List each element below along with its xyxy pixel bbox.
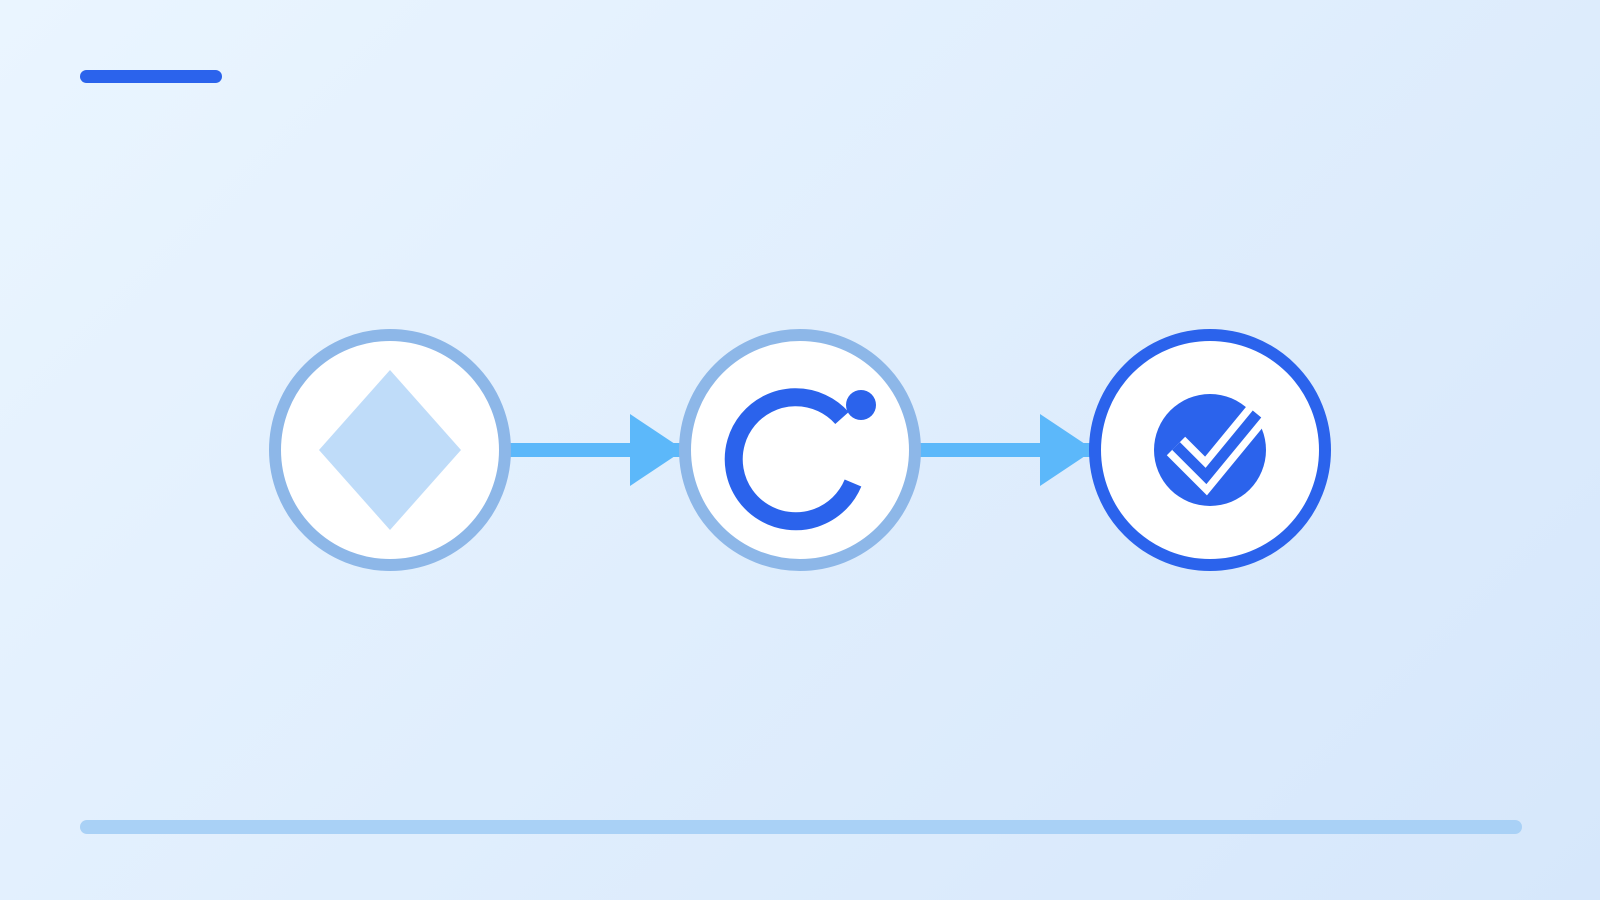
flow-node-step-3 [1089, 329, 1331, 571]
title-accent-bar [80, 70, 222, 83]
diamond-icon [319, 370, 461, 530]
flow-node-step-1 [269, 329, 511, 571]
flow-arrow-1 [510, 414, 684, 486]
flow-node-step-2 [679, 329, 921, 571]
bottom-divider [80, 820, 1522, 834]
check-circle-icon [1154, 394, 1268, 506]
flow-arrow-2 [920, 414, 1094, 486]
refresh-icon [724, 388, 876, 531]
